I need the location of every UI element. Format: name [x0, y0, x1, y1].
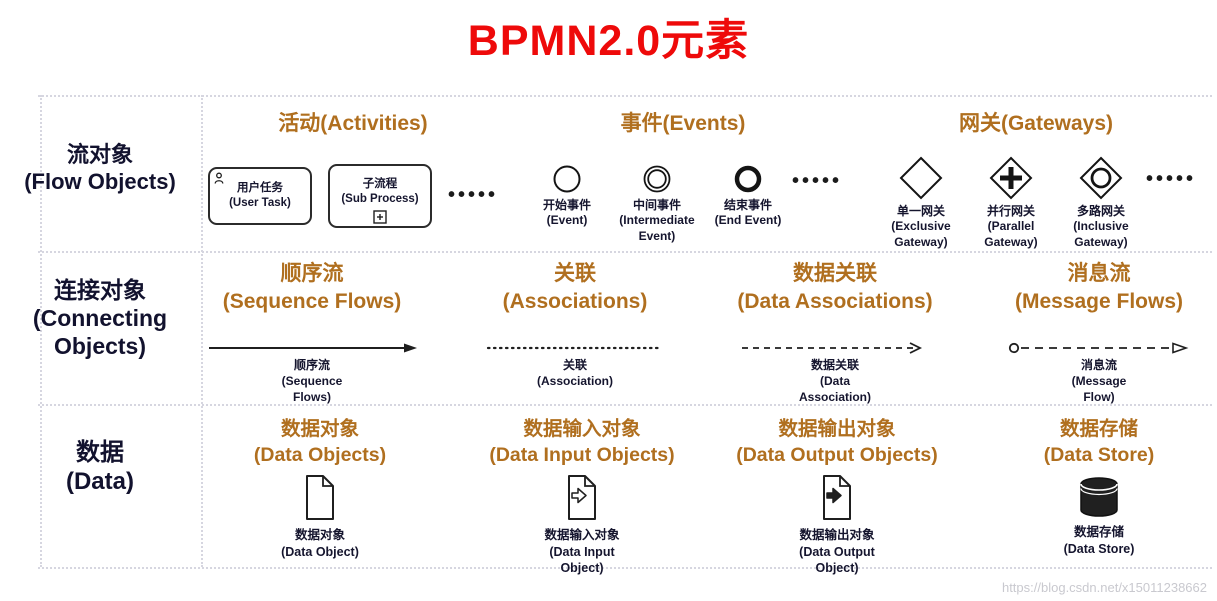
activities-header: 活动(Activities)	[278, 112, 428, 135]
page-title: BPMN2.0元素	[467, 17, 750, 65]
sub-process-shape: 子流程 (Sub Process)	[327, 163, 432, 228]
row-label-data: 数据 (Data)	[65, 439, 134, 496]
grid-line	[38, 95, 1212, 97]
user-task-shape: 用户任务 (User Task)	[207, 166, 312, 225]
data-input-icon	[568, 475, 596, 521]
events-ellipsis: •••••	[791, 169, 842, 192]
data-store-icon	[1080, 477, 1118, 518]
intermediate-event-label: 中间事件 (Intermediate Event)	[619, 197, 695, 243]
grid-line	[38, 567, 1212, 569]
gateways-shapes: 单一网关 (Exclusive Gateway) 并行网关 (Parallel …	[876, 156, 1196, 251]
parallel-gateway: 并行网关 (Parallel Gateway)	[966, 156, 1056, 251]
activities-shapes: 用户任务 (User Task) 子流程 (Sub Process) •••••	[207, 163, 498, 228]
plus-icon	[373, 210, 387, 224]
end-event: 结束事件 (End Event)	[704, 164, 792, 229]
association-line	[486, 347, 664, 350]
grid-line	[201, 95, 203, 567]
data-association-arrow	[742, 342, 923, 355]
end-event-icon	[734, 165, 762, 192]
group-data-input-objects: 数据输入对象 (Data Input Objects) 数据输入对象 (Data…	[458, 417, 706, 576]
sequence-flow-caption: 顺序流 (Sequence Flows)	[281, 358, 343, 404]
events-header: 事件(Events)	[620, 112, 746, 135]
message-flows-header: 消息流 (Message Flows)	[1014, 262, 1184, 313]
exclusive-gateway-icon	[899, 156, 943, 200]
data-output-icon	[823, 475, 851, 521]
grid-line	[38, 404, 1212, 406]
associations-header: 关联 (Associations)	[502, 262, 648, 313]
data-store-header: 数据存储 (Data Store)	[1043, 418, 1155, 466]
data-output-header: 数据输出对象 (Data Output Objects)	[736, 418, 938, 466]
user-icon	[214, 172, 224, 184]
group-data-store: 数据存储 (Data Store) 数据存储 (Data Store)	[983, 417, 1215, 557]
data-object-caption: 数据对象 (Data Object)	[281, 528, 359, 559]
activities-ellipsis: •••••	[447, 184, 498, 207]
inclusive-gateway-label: 多路网关 (Inclusive Gateway)	[1073, 203, 1129, 249]
intermediate-event: 中间事件 (Intermediate Event)	[610, 164, 704, 245]
group-activities: 活动(Activities) 用户任务 (User Task) 子流程 (Sub…	[203, 110, 503, 228]
message-flow-caption: 消息流 (Message Flow)	[1071, 358, 1127, 404]
group-sequence-flows: 顺序流 (Sequence Flows) 顺序流 (Sequence Flows…	[196, 260, 428, 405]
grid-line	[38, 251, 1212, 253]
start-event-icon	[553, 165, 581, 193]
association-caption: 关联 (Association)	[536, 358, 613, 389]
data-association-caption: 数据关联 (Data Association)	[798, 358, 871, 404]
data-store-caption: 数据存储 (Data Store)	[1063, 525, 1135, 556]
gateways-header: 网关(Gateways)	[958, 112, 1114, 135]
row-label-flow-objects: 流对象 (Flow Objects)	[24, 142, 176, 194]
parallel-gateway-label: 并行网关 (Parallel Gateway)	[984, 203, 1038, 249]
group-gateways: 网关(Gateways) 单一网关 (Exclusive Gateway) 并行…	[862, 110, 1210, 251]
group-data-associations: 数据关联 (Data Associations) 数据关联 (Data Asso…	[706, 260, 964, 405]
data-input-caption: 数据输入对象 (Data Input Object)	[544, 528, 620, 575]
data-associations-header: 数据关联 (Data Associations)	[737, 262, 933, 313]
data-object-icon	[306, 475, 334, 521]
events-shapes: 开始事件 (Event) 中间事件 (Intermediate Event) 结…	[524, 164, 842, 245]
group-data-output-objects: 数据输出对象 (Data Output Objects) 数据输出对象 (Dat…	[706, 417, 968, 576]
group-message-flows: 消息流 (Message Flows) 消息流 (Message Flow)	[983, 260, 1215, 405]
message-flow-arrow	[1008, 342, 1188, 355]
sub-process-label: 子流程 (Sub Process)	[341, 177, 419, 205]
intermediate-event-icon	[643, 165, 671, 193]
row-label-connecting-objects: 连接对象 (Connecting Objects)	[32, 277, 168, 360]
inclusive-gateway-icon	[1079, 156, 1123, 200]
inclusive-gateway: 多路网关 (Inclusive Gateway)	[1056, 156, 1146, 251]
sequence-flows-header: 顺序流 (Sequence Flows)	[222, 262, 402, 313]
data-input-header: 数据输入对象 (Data Input Objects)	[489, 418, 675, 466]
gateways-ellipsis: •••••	[1145, 167, 1196, 190]
end-event-label: 结束事件 (End Event)	[714, 197, 782, 228]
group-associations: 关联 (Associations) 关联 (Association)	[456, 260, 694, 390]
data-output-caption: 数据输出对象 (Data Output Object)	[799, 528, 875, 575]
user-task-label: 用户任务 (User Task)	[229, 181, 291, 209]
grid-line	[40, 95, 42, 567]
exclusive-gateway-label: 单一网关 (Exclusive Gateway)	[891, 203, 951, 249]
sequence-flow-arrow	[209, 343, 417, 353]
data-objects-header: 数据对象 (Data Objects)	[253, 418, 387, 466]
start-event: 开始事件 (Event)	[524, 164, 610, 229]
exclusive-gateway: 单一网关 (Exclusive Gateway)	[876, 156, 966, 251]
start-event-label: 开始事件 (Event)	[542, 197, 591, 228]
watermark: https://blog.csdn.net/x15011238662	[1001, 580, 1207, 595]
group-events: 事件(Events) 开始事件 (Event) 中间事件 (Intermedia…	[518, 110, 848, 245]
group-data-objects: 数据对象 (Data Objects) 数据对象 (Data Object)	[198, 417, 442, 560]
parallel-gateway-icon	[989, 156, 1033, 200]
